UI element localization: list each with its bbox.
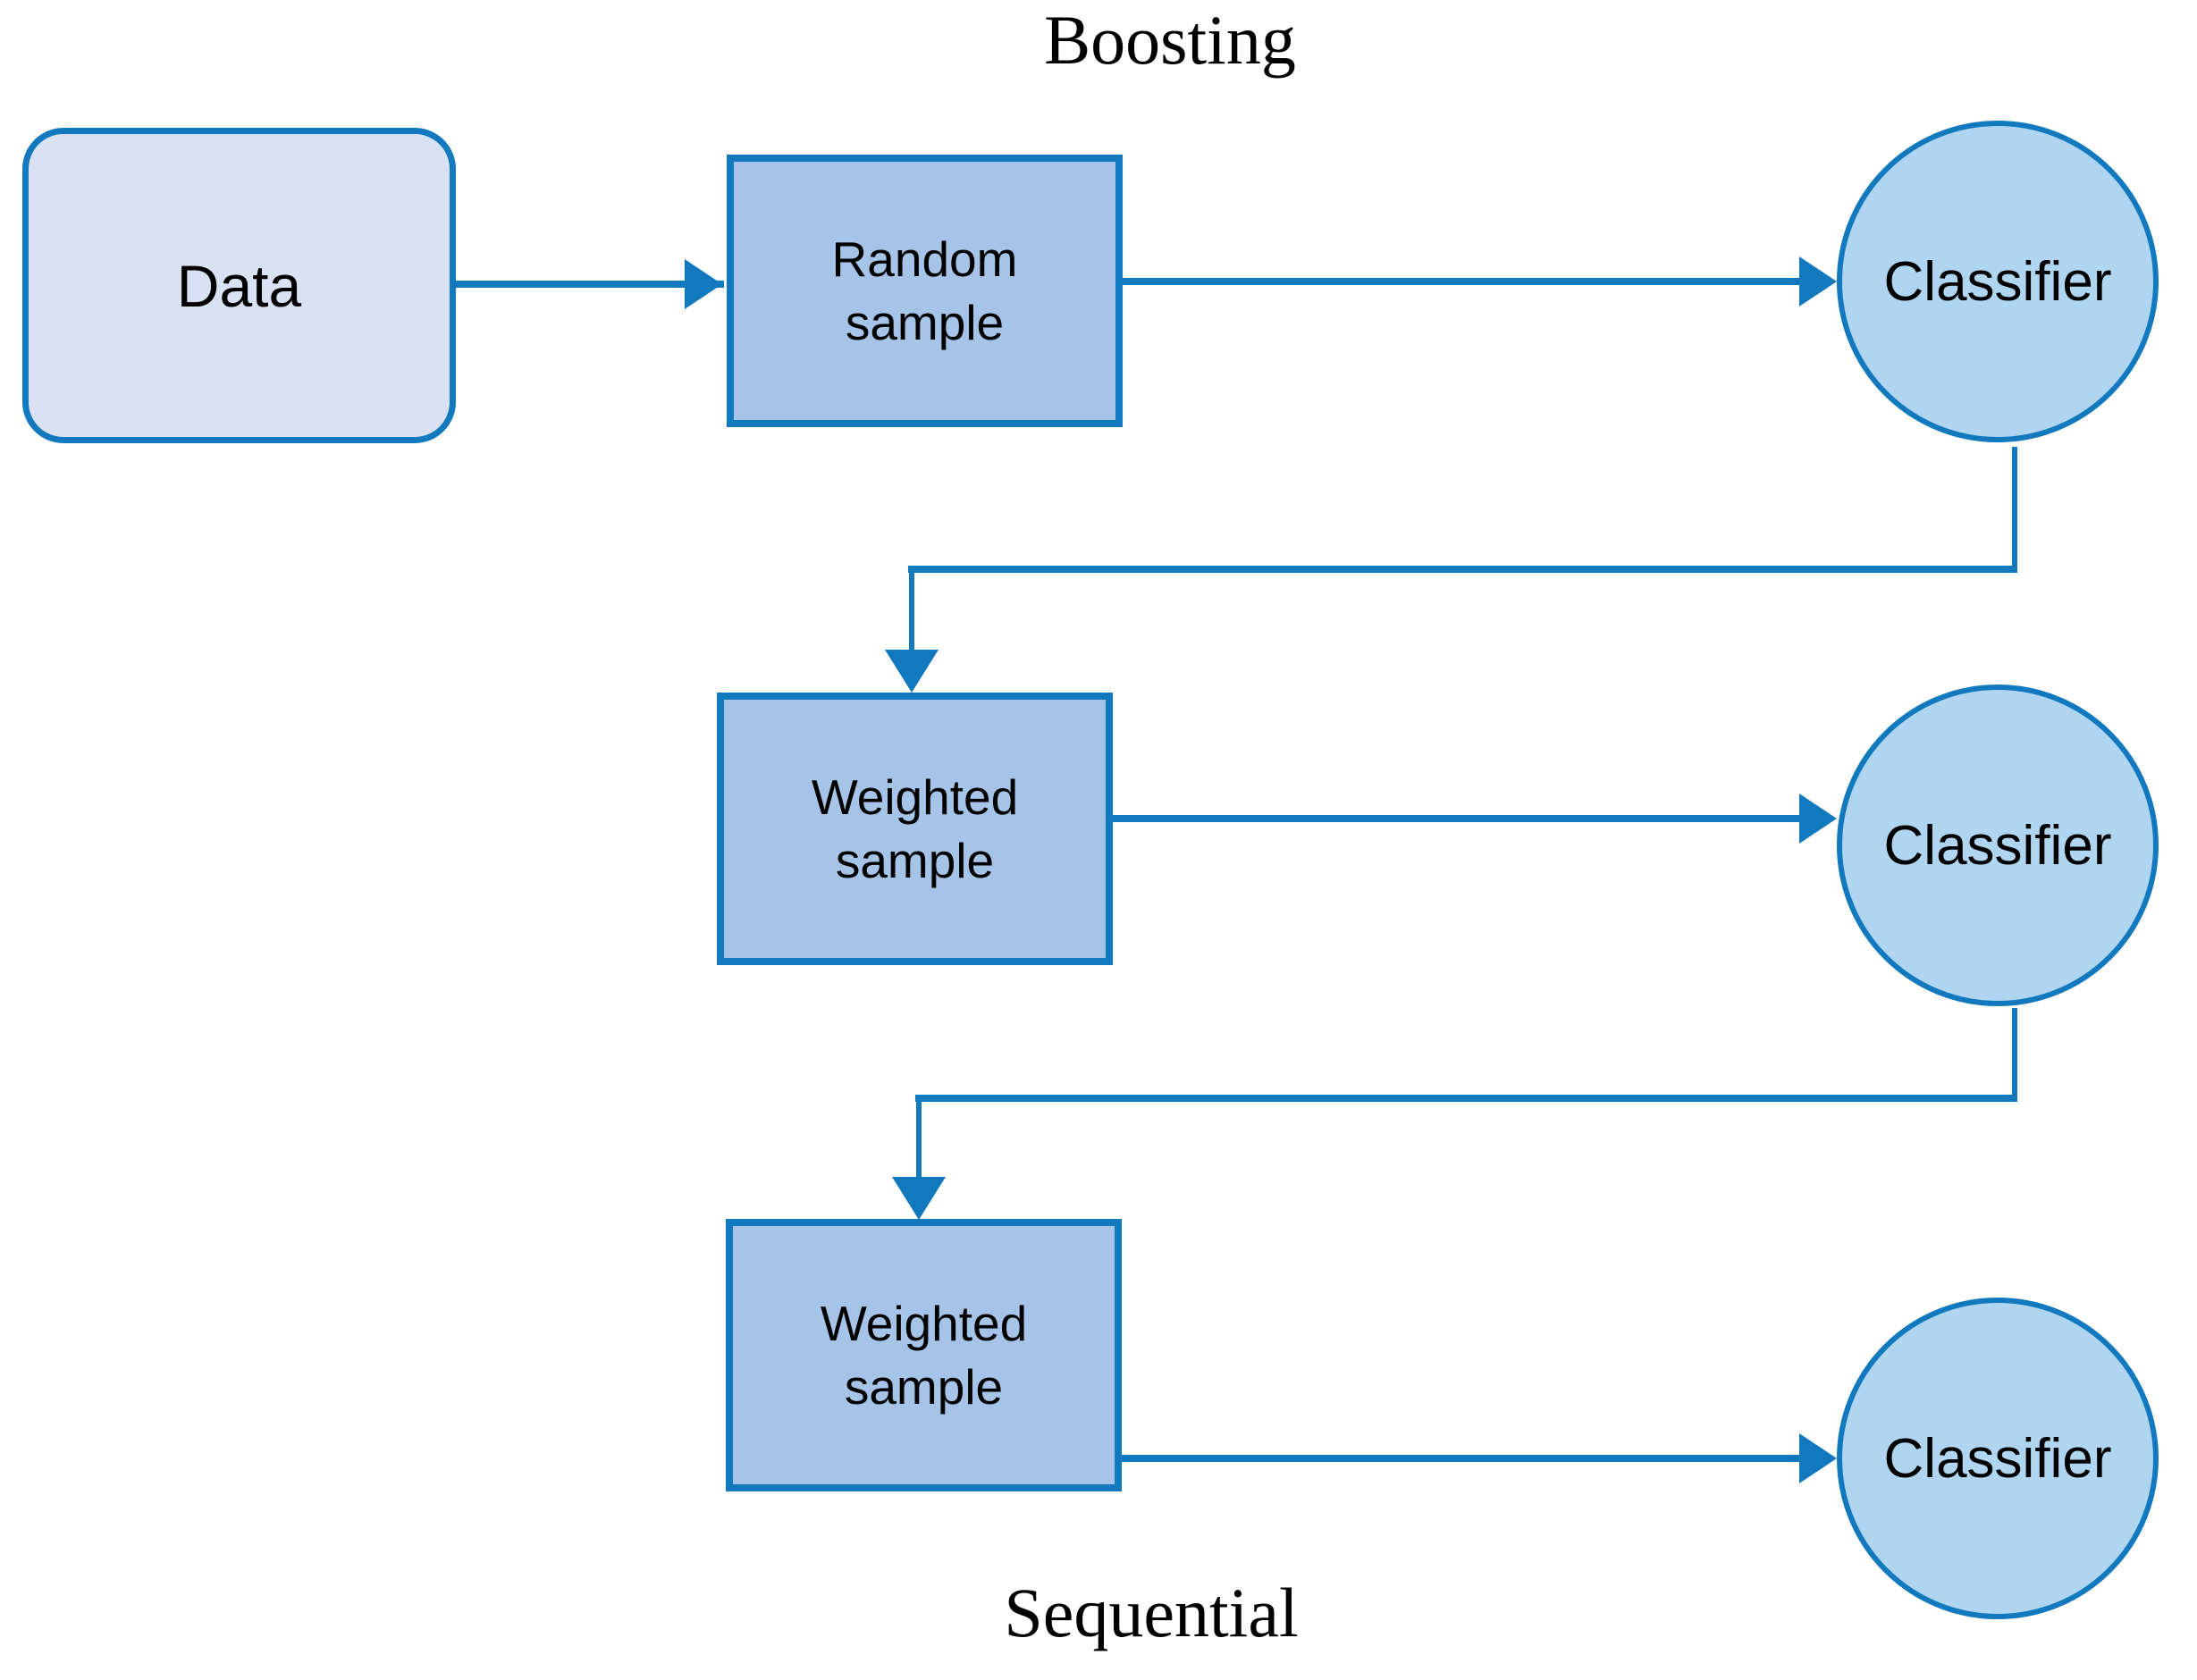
node-classifier-1: Classifier bbox=[1837, 121, 2159, 442]
node-weighted-sample-1: Weighted sample bbox=[717, 693, 1113, 965]
node-classifier-3-label: Classifier bbox=[1883, 1427, 2112, 1490]
edge-weighted1-to-classifier2-arrowhead bbox=[1799, 794, 1837, 844]
node-random-sample-label-line2: sample bbox=[845, 294, 1005, 350]
node-data: Data bbox=[22, 128, 456, 443]
node-classifier-2: Classifier bbox=[1837, 685, 2159, 1006]
edge-random-sample-to-classifier1-line bbox=[1123, 278, 1802, 285]
edge-random-sample-to-classifier1-arrowhead bbox=[1799, 256, 1837, 307]
diagram-title: Boosting bbox=[1044, 1, 1296, 79]
node-random-sample: Random sample bbox=[727, 155, 1123, 427]
edge-classifier2-to-weighted2-vertical-right bbox=[2012, 1008, 2017, 1100]
diagram-footer-label: Sequential bbox=[1004, 1574, 1299, 1651]
edge-data-to-random-sample-arrowhead bbox=[685, 259, 722, 309]
edge-classifier1-to-weighted1-horizontal bbox=[908, 566, 2017, 573]
edge-classifier2-to-weighted2-arrowhead bbox=[892, 1177, 946, 1220]
node-classifier-3: Classifier bbox=[1837, 1298, 2159, 1619]
edge-classifier2-to-weighted2-vertical-left bbox=[916, 1095, 922, 1182]
edge-data-to-random-sample-line bbox=[456, 281, 724, 288]
node-classifier-2-label: Classifier bbox=[1883, 814, 2112, 877]
node-random-sample-label-line1: Random bbox=[831, 231, 1018, 288]
node-weighted-sample-1-label-line2: sample bbox=[835, 832, 995, 888]
edge-classifier2-to-weighted2-horizontal bbox=[915, 1095, 2017, 1102]
node-classifier-1-label: Classifier bbox=[1883, 250, 2112, 313]
node-weighted-sample-2-label-line2: sample bbox=[844, 1358, 1004, 1415]
edge-weighted2-to-classifier3-line bbox=[1122, 1455, 1803, 1462]
edge-classifier1-to-weighted1-arrowhead bbox=[885, 650, 939, 693]
edge-classifier1-to-weighted1-vertical-right bbox=[2012, 447, 2017, 571]
node-weighted-sample-2: Weighted sample bbox=[726, 1219, 1122, 1491]
edge-weighted2-to-classifier3-arrowhead bbox=[1799, 1433, 1837, 1483]
edge-classifier1-to-weighted1-vertical-left bbox=[909, 566, 914, 655]
node-weighted-sample-1-label-line1: Weighted bbox=[811, 769, 1019, 826]
edge-weighted1-to-classifier2-line bbox=[1113, 815, 1803, 822]
node-data-label: Data bbox=[176, 252, 302, 319]
node-weighted-sample-2-label-line1: Weighted bbox=[820, 1296, 1028, 1352]
